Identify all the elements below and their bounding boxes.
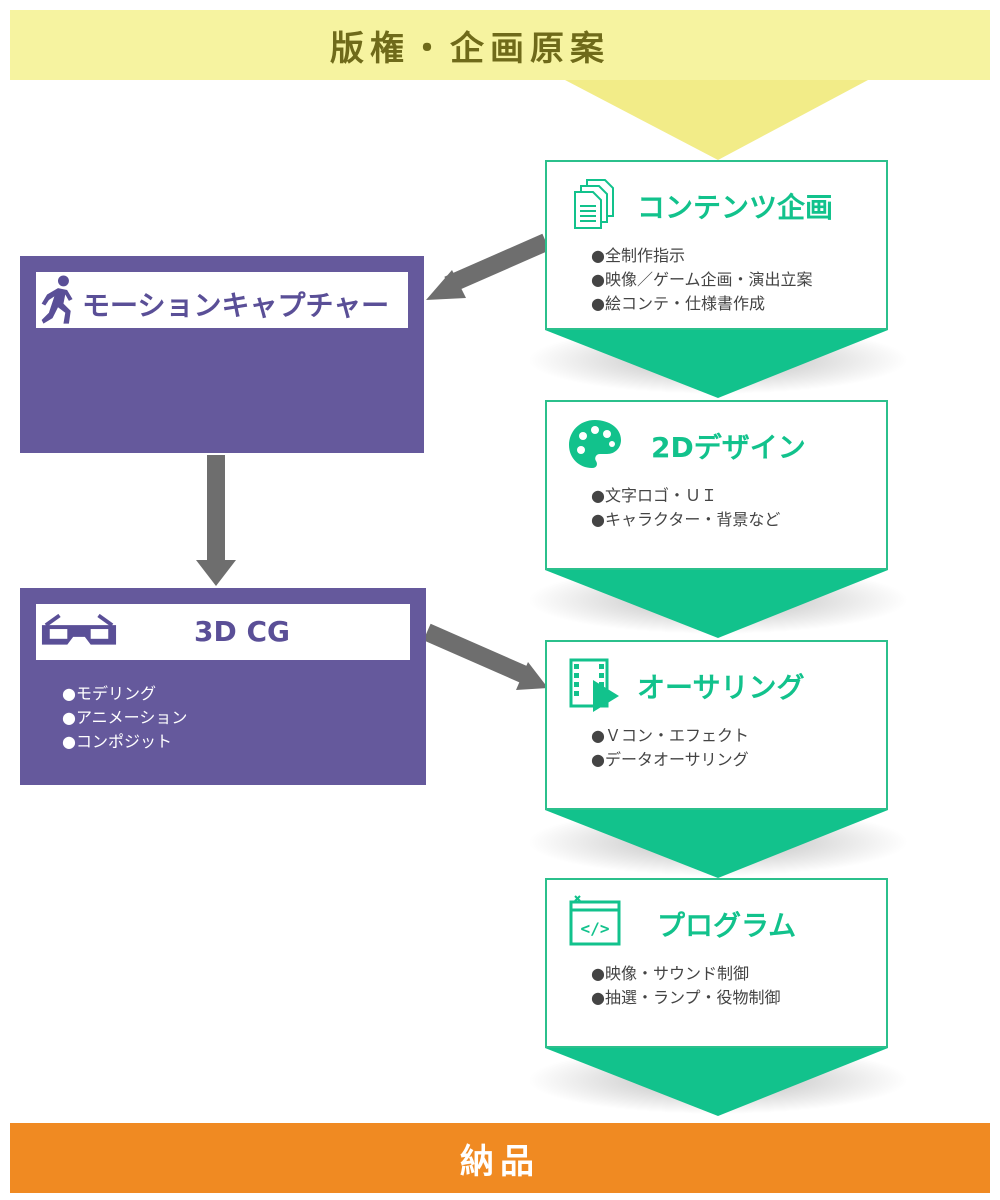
palette-icon <box>569 420 621 468</box>
motion-capture-title: モーションキャプチャー <box>82 289 390 322</box>
arrow-to-3dcg <box>207 455 225 563</box>
step-title: 2Dデザイン <box>651 431 806 464</box>
cg3d-item: ●モデリング <box>62 684 156 703</box>
step-2d-design: 2Dデザイン ●文字ロゴ・ＵＩ ●キャラクター・背景など <box>545 400 888 570</box>
step-item: ●キャラクター・背景など <box>591 510 781 529</box>
cg3d-box: 3D CG ●モデリング ●アニメーション ●コンポジット <box>20 588 426 785</box>
arrow-to-motion-capture <box>444 233 550 294</box>
step-title: プログラム <box>657 909 797 942</box>
step-item: ●文字ロゴ・ＵＩ <box>591 486 717 505</box>
film-play-icon <box>569 658 619 712</box>
bottom-banner: 納品 <box>10 1123 990 1193</box>
arrowhead <box>426 270 466 300</box>
arrowhead <box>196 560 236 586</box>
step-item: ●全制作指示 <box>591 246 685 265</box>
motion-capture-box: モーションキャプチャー <box>20 256 424 453</box>
bottom-banner-title: 納品 <box>460 1141 540 1182</box>
cg3d-item: ●コンポジット <box>62 732 172 751</box>
step-chevron <box>545 1048 888 1116</box>
step-chevron <box>545 810 888 878</box>
step-item: ●映像／ゲーム企画・演出立案 <box>591 270 813 289</box>
step-program: </> プログラム ●映像・サウンド制御 ●抽選・ランプ・役物制御 <box>545 878 888 1048</box>
arrow-to-authoring <box>423 623 529 684</box>
arrowhead <box>516 662 548 690</box>
code-window-icon: </> <box>569 895 621 946</box>
svg-text:</>: </> <box>581 919 610 938</box>
step-item: ●絵コンテ・仕様書作成 <box>591 294 765 313</box>
step-item: ●データオーサリング <box>591 750 749 769</box>
top-banner <box>10 10 990 80</box>
step-chevron <box>545 570 888 638</box>
step-item: ●映像・サウンド制御 <box>591 964 749 983</box>
cg3d-title: 3D CG <box>194 615 291 648</box>
3d-glasses-icon <box>41 613 117 645</box>
step-title: コンテンツ企画 <box>637 191 834 224</box>
top-chevron <box>565 80 868 160</box>
cg3d-item: ●アニメーション <box>62 708 188 727</box>
top-banner-title: 版権・企画原案 <box>330 28 610 69</box>
step-item: ●Ｖコン・エフェクト <box>591 726 749 745</box>
step-authoring: オーサリング ●Ｖコン・エフェクト ●データオーサリング <box>545 640 888 810</box>
documents-icon <box>574 179 614 229</box>
step-contents-planning: コンテンツ企画 ●全制作指示 ●映像／ゲーム企画・演出立案 ●絵コンテ・仕様書作… <box>545 160 888 330</box>
step-title: オーサリング <box>637 671 805 704</box>
step-chevron <box>545 330 888 398</box>
step-item: ●抽選・ランプ・役物制御 <box>591 988 781 1007</box>
running-person-icon <box>41 275 73 324</box>
